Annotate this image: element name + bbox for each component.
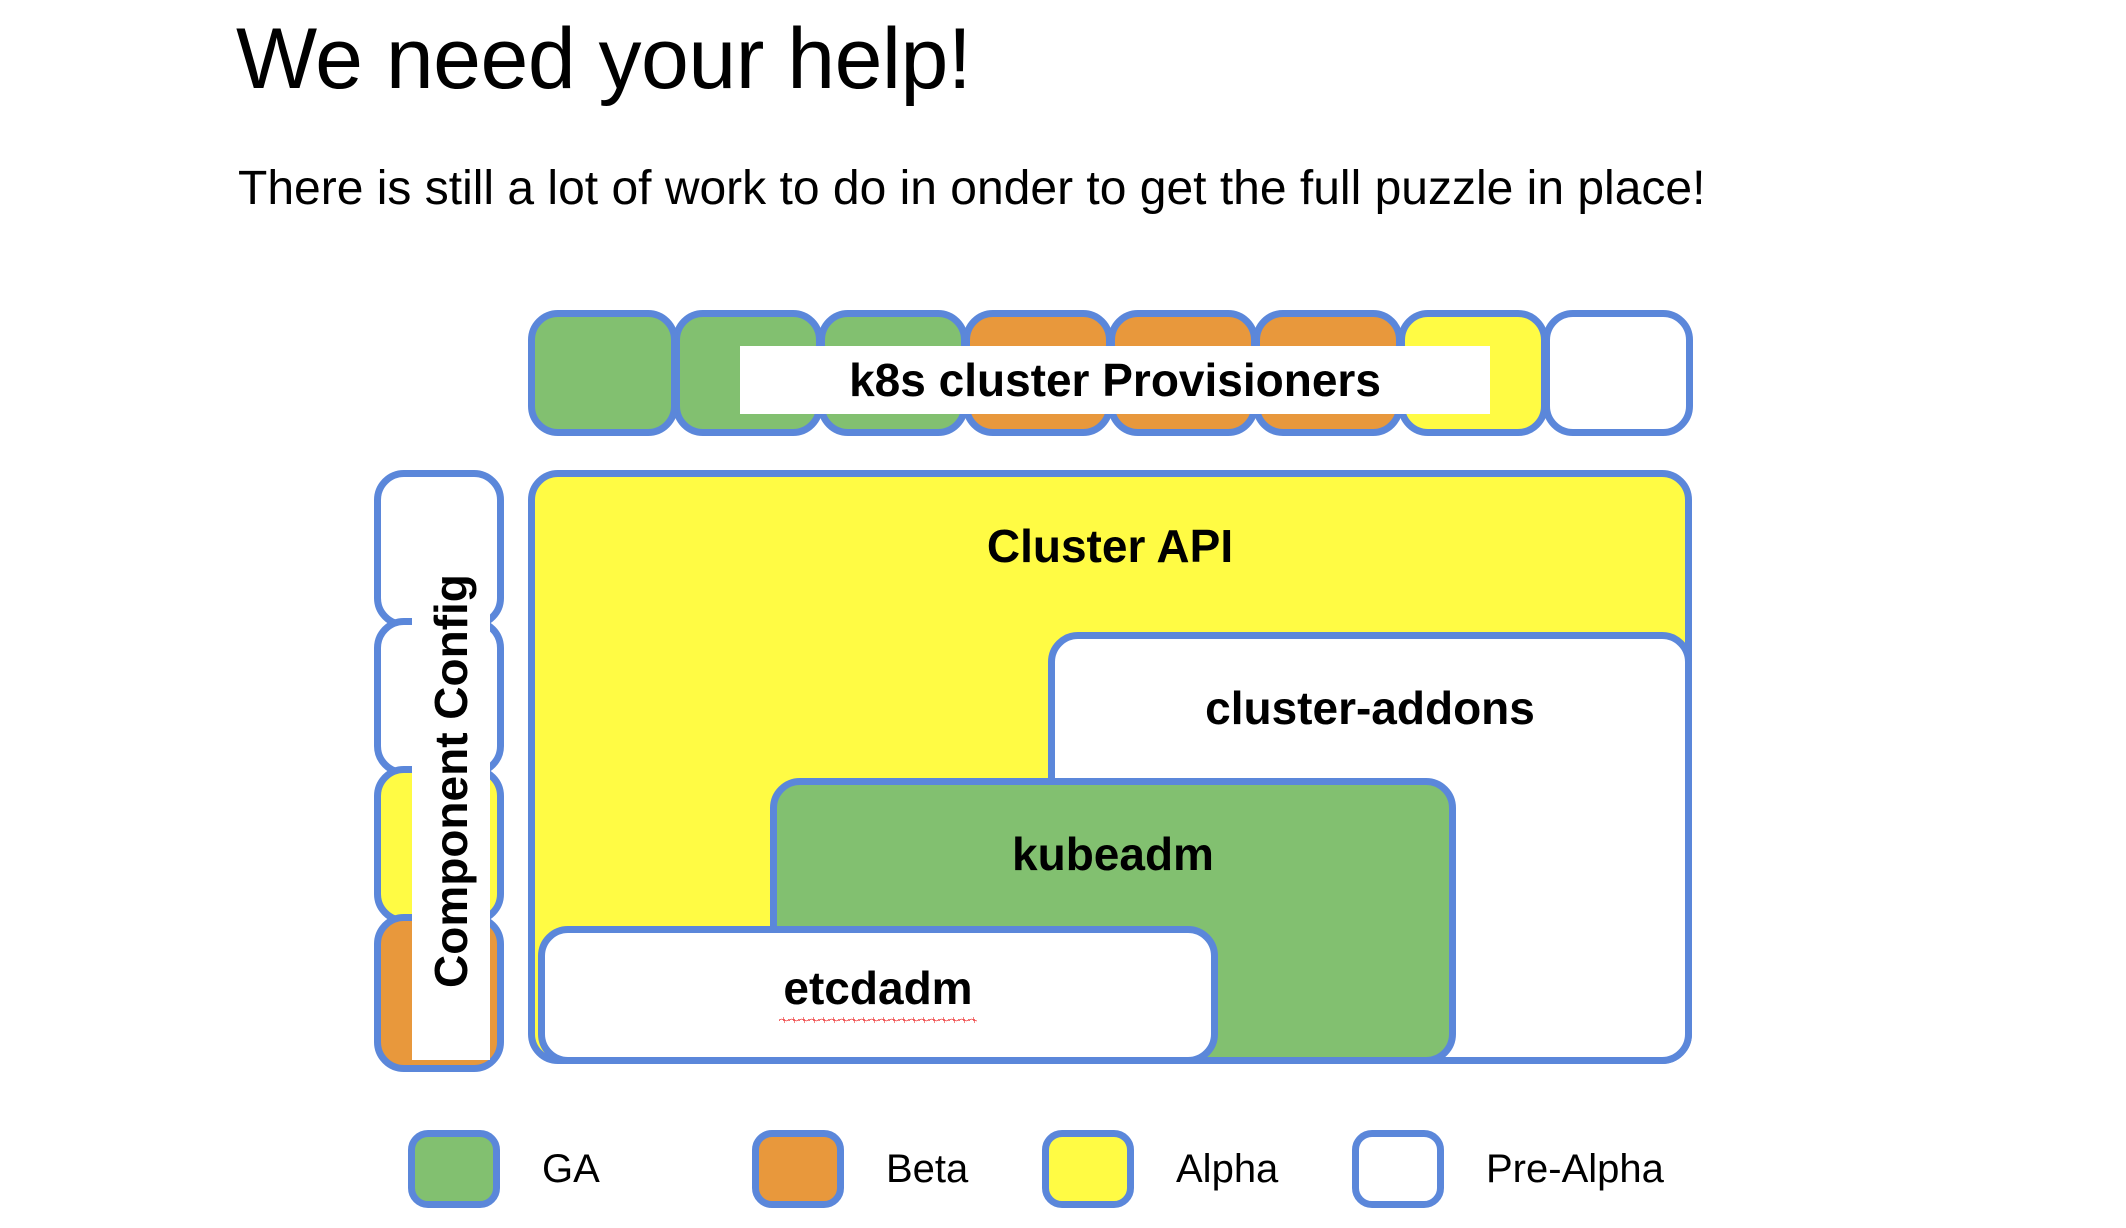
component-config-label: Component Config [412,502,490,1060]
legend-swatch-prealpha [1352,1130,1444,1208]
legend-item-alpha: Alpha [1042,1124,1278,1214]
page-title: We need your help! [236,11,972,107]
provisioner-tile-8[interactable] [1543,310,1693,436]
nested-box-cluster-addons-label: cluster-addons [1205,682,1535,734]
legend-item-pre-alpha: Pre-Alpha [1352,1124,1664,1214]
etcdadm-spellcheck-text: etcdadm [779,961,977,1023]
nested-box-etcdadm-label: etcdadm [545,961,1211,1023]
page-subtitle: There is still a lot of work to do in on… [238,162,1706,215]
legend-item-ga: GA [408,1124,600,1214]
provisioner-row-label: k8s cluster Provisioners [740,346,1490,414]
legend-label-alpha: Alpha [1176,1146,1279,1191]
legend-swatch-alpha [1042,1130,1134,1208]
legend-swatch-ga [408,1130,500,1208]
legend-label-ga: GA [542,1146,600,1191]
nested-box-kubeadm-label: kubeadm [1012,828,1214,880]
provisioner-tile-1[interactable] [528,310,678,436]
nested-box-etcdadm[interactable]: etcdadm [538,926,1218,1064]
legend-item-beta: Beta [752,1124,968,1214]
legend: GA Beta Alpha Pre-Alpha [0,1124,2126,1214]
nested-box-cluster-api-label: Cluster API [986,520,1234,572]
legend-label-beta: Beta [886,1146,969,1191]
legend-swatch-beta [752,1130,844,1208]
legend-label-prealpha: Pre-Alpha [1486,1146,1664,1191]
